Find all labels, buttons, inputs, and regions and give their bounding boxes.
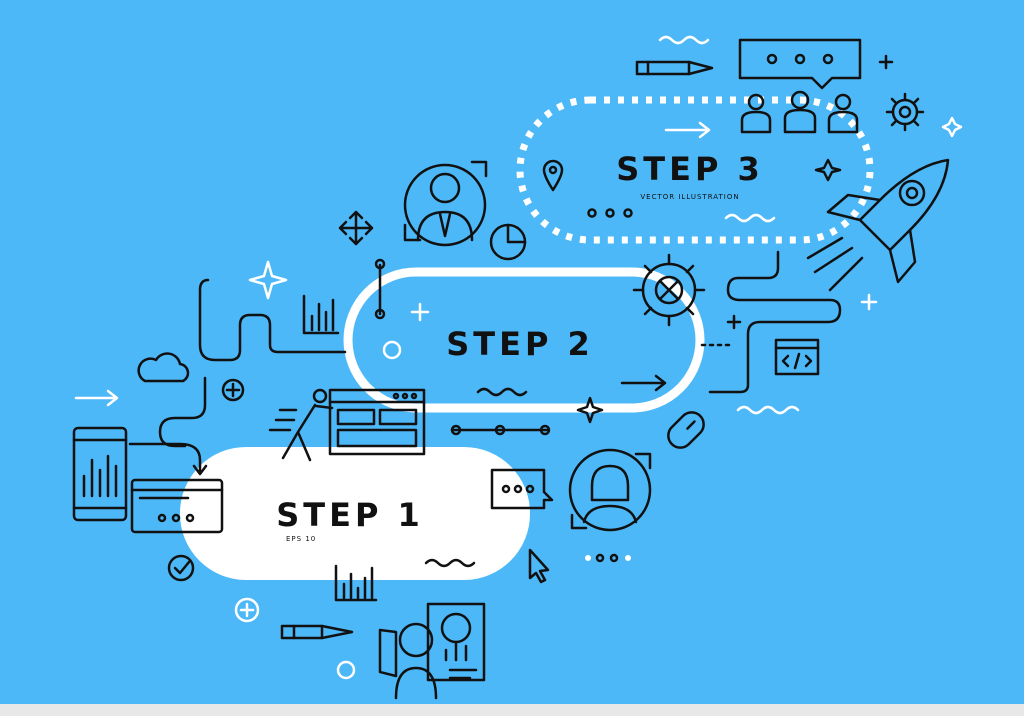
pen-icon (280, 624, 354, 640)
step-1-path (180, 447, 530, 580)
move-arrows-icon (338, 210, 374, 246)
cloud-icon (137, 352, 190, 383)
step-3-path (516, 96, 874, 244)
message-icon (490, 468, 554, 510)
presenter-icon (378, 602, 486, 700)
mouse-icon (667, 411, 705, 449)
code-window-icon (774, 338, 820, 376)
team-icon (740, 90, 859, 134)
gear-icon (632, 253, 706, 327)
woman-avatar-icon (568, 448, 652, 532)
step-3-label: STEP 3 (616, 150, 764, 188)
chat-bubble-icon (738, 38, 862, 90)
gear-icon (885, 92, 925, 132)
cursor-icon (528, 548, 550, 584)
pencil-icon (635, 60, 714, 76)
step-1-caption: EPS 10 (286, 535, 316, 543)
card-icon (130, 478, 224, 534)
rocket-icon (806, 158, 950, 292)
step-1-label: STEP 1 (276, 496, 424, 534)
step-3-caption: VECTOR ILLUSTRATION (640, 193, 739, 201)
mobile-chart-icon (72, 426, 128, 522)
bar-chart-icon (334, 564, 378, 602)
manager-avatar-icon (403, 160, 488, 247)
bar-chart-icon (302, 294, 340, 335)
browser-window-icon (328, 388, 426, 456)
checkmark-icon (167, 554, 195, 582)
step-2-path (343, 267, 705, 413)
pushing-man-icon (268, 388, 334, 462)
pie-chart-icon (489, 223, 527, 261)
step-2-label: STEP 2 (446, 325, 594, 363)
location-pin-icon (542, 159, 564, 192)
